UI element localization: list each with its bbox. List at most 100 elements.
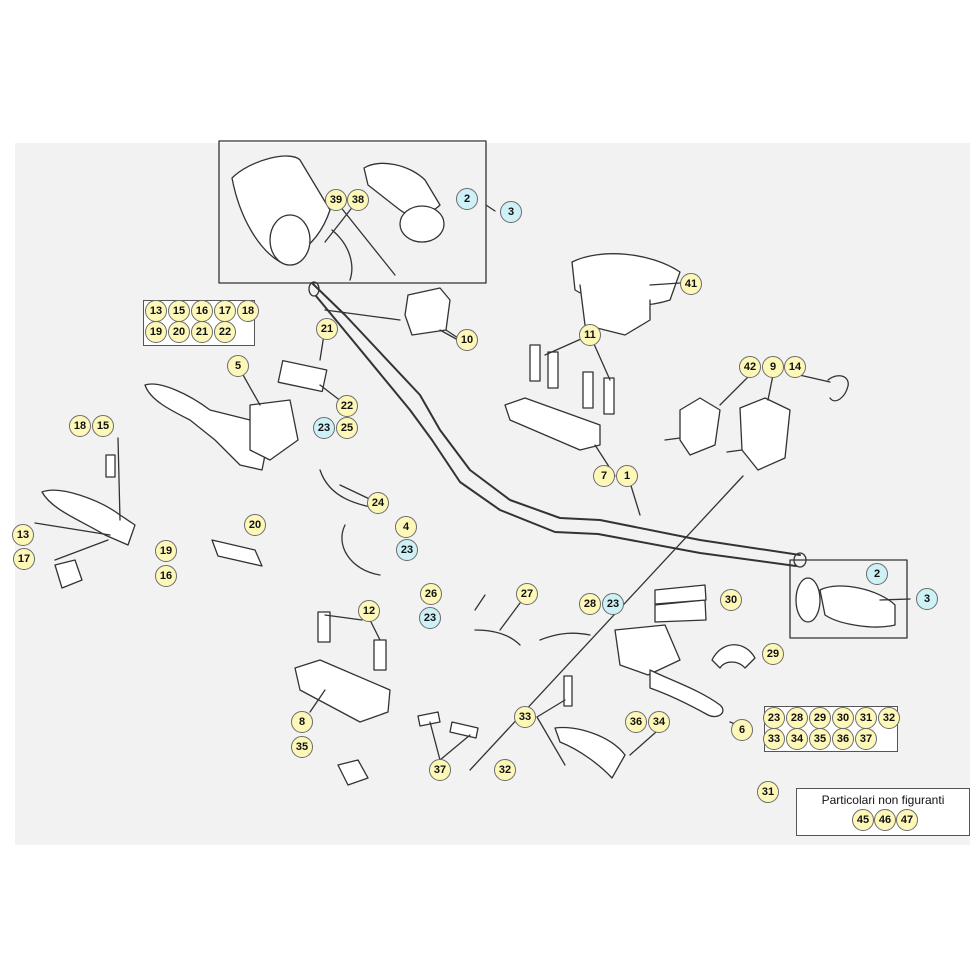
kill-switch	[404, 287, 451, 336]
callout-21: 21	[316, 318, 338, 340]
callout-23d: 23	[419, 607, 441, 629]
clamp-lower	[294, 659, 391, 723]
note-part-47: 47	[896, 809, 918, 831]
callout-32: 32	[494, 759, 516, 781]
callout-19: 19	[155, 540, 177, 562]
callout-22: 22	[336, 395, 358, 417]
callout-6: 6	[731, 719, 753, 741]
cover-29	[711, 644, 756, 669]
leader-3a	[485, 204, 496, 212]
callout-9: 9	[762, 356, 784, 378]
callout-1: 1	[616, 465, 638, 487]
group-6-part-31: 31	[855, 707, 877, 729]
callout-18: 18	[69, 415, 91, 437]
pin-20	[211, 539, 263, 567]
leader-12b	[369, 619, 381, 641]
group-6-part-30: 30	[832, 707, 854, 729]
note-part-45: 45	[852, 809, 874, 831]
callout-20: 20	[244, 514, 266, 536]
bar-pad-body	[579, 284, 651, 336]
callout-7: 7	[593, 465, 615, 487]
hose-27a	[474, 629, 521, 646]
callout-42: 42	[739, 356, 761, 378]
pin-37	[449, 721, 479, 739]
callout-23c: 23	[602, 593, 624, 615]
callout-36: 36	[625, 711, 647, 733]
bolt-4	[603, 377, 615, 415]
group-5-part-22: 22	[214, 321, 236, 343]
callout-15: 15	[92, 415, 114, 437]
leader-26	[474, 594, 486, 611]
leader-37b	[439, 734, 471, 761]
callout-2a: 2	[456, 188, 478, 210]
group-6-part-34: 34	[786, 728, 808, 750]
callout-11: 11	[579, 324, 601, 346]
leader-15	[117, 437, 121, 521]
note-part-46: 46	[874, 809, 896, 831]
leader-10b	[324, 309, 401, 321]
leader-34	[629, 731, 657, 756]
callout-38: 38	[347, 189, 369, 211]
right-grip	[819, 585, 896, 628]
switch-42-pin	[664, 437, 681, 441]
callout-5: 5	[227, 355, 249, 377]
throttle-cable	[331, 229, 353, 281]
leader-13	[34, 522, 111, 536]
callout-23a: 23	[313, 417, 335, 439]
switch-9-pin	[726, 449, 743, 453]
group-6-part-23: 23	[763, 707, 785, 729]
callout-12: 12	[358, 600, 380, 622]
group-5-part-21: 21	[191, 321, 213, 343]
group-5-part-20: 20	[168, 321, 190, 343]
throttle-housing	[269, 214, 311, 266]
callout-33: 33	[514, 706, 536, 728]
callout-3b: 3	[916, 588, 938, 610]
group-5-part-17: 17	[214, 300, 236, 322]
leader-3b	[879, 598, 911, 601]
callout-13: 13	[12, 524, 34, 546]
leader-41	[649, 282, 681, 286]
leader-33b	[536, 716, 566, 766]
leader-39	[334, 199, 396, 276]
callout-3a: 3	[500, 201, 522, 223]
note-title: Particolari non figuranti	[821, 793, 945, 807]
callout-10: 10	[456, 329, 478, 351]
group-6-part-36: 36	[832, 728, 854, 750]
callout-31: 31	[757, 781, 779, 803]
callout-2b: 2	[866, 563, 888, 585]
switch-9	[739, 397, 791, 471]
reservoir-cap	[277, 360, 328, 393]
brake-master-cylinder	[614, 624, 681, 676]
group-5-part-13: 13	[145, 300, 167, 322]
grip-flange	[399, 205, 445, 243]
bolt-12a	[317, 611, 331, 643]
group-5-part-19: 19	[145, 321, 167, 343]
handlebar-top-edge	[311, 282, 801, 556]
callout-23b: 23	[396, 539, 418, 561]
leader-33	[536, 699, 566, 718]
grip-detail-box	[218, 140, 487, 284]
right-grip-flange	[795, 577, 821, 623]
handlebar-bottom-edge	[315, 295, 797, 567]
leader-42	[719, 374, 751, 406]
leader-1b	[469, 475, 744, 771]
lever-36	[554, 726, 626, 779]
group-6-part-29: 29	[809, 707, 831, 729]
group-5-part-16: 16	[191, 300, 213, 322]
callout-25: 25	[336, 417, 358, 439]
group-6-part-28: 28	[786, 707, 808, 729]
group-5-part-18: 18	[237, 300, 259, 322]
callout-17: 17	[13, 548, 35, 570]
callout-4: 4	[395, 516, 417, 538]
leader-17	[54, 539, 109, 561]
switch-42	[679, 397, 721, 456]
reservoir-cap-30	[654, 584, 707, 605]
callout-37: 37	[429, 759, 451, 781]
hose-27b	[539, 632, 591, 641]
bolt-12b	[373, 639, 387, 671]
callout-34: 34	[648, 711, 670, 733]
clutch-master-cylinder	[249, 399, 299, 461]
group-6-part-32: 32	[878, 707, 900, 729]
